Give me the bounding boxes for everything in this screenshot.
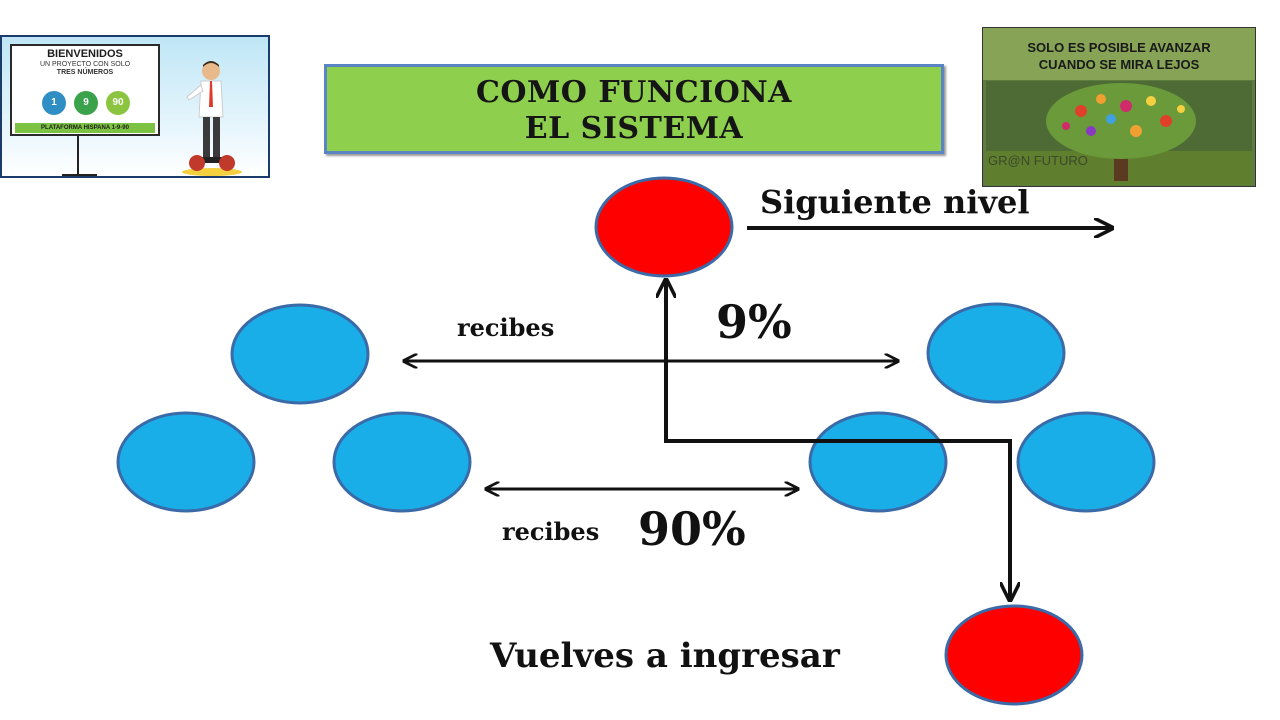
- fruit-tree-image: [986, 81, 1252, 185]
- title-banner: COMO FUNCIONA EL SISTEMA: [324, 64, 944, 154]
- presenter-figure: [182, 61, 242, 176]
- blue-node-left-bottom-2: [332, 411, 472, 513]
- board-subtitle: UN PROYECTO CON SOLO TRES NÚMEROS: [12, 61, 158, 77]
- title-line-2: EL SISTEMA: [524, 111, 744, 146]
- blue-node-right-bottom-1: [808, 411, 948, 513]
- motto-line-2: CUANDO SE MIRA LEJOS: [1038, 57, 1200, 72]
- motto-image: SOLO ES POSIBLE AVANZAR CUANDO SE MIRA L…: [982, 27, 1256, 187]
- bottom-red-node: [944, 604, 1084, 706]
- blue-node-right-bottom-2: [1016, 411, 1156, 513]
- receive-label-top: recibes: [457, 313, 555, 342]
- reenter-label: Vuelves a ingresar: [490, 636, 840, 676]
- blue-node-left-bottom-1: [116, 411, 256, 513]
- number-circle-90: 90: [106, 91, 130, 115]
- board-stand: [77, 134, 79, 174]
- board-title: BIENVENIDOS: [47, 48, 123, 60]
- motto-line-1: SOLO ES POSIBLE AVANZAR: [1027, 40, 1211, 55]
- board-subtitle-line1: UN PROYECTO CON SOLO: [39, 61, 131, 68]
- number-circle-1: 1: [42, 91, 66, 115]
- title-line-1: COMO FUNCIONA: [476, 75, 792, 110]
- nine-percent-label: 9%: [716, 295, 792, 349]
- cycle-path-arrow: [666, 280, 1010, 600]
- top-red-node: [594, 176, 734, 278]
- next-level-label: Siguiente nivel: [760, 183, 1030, 221]
- receive-label-bottom: recibes: [502, 517, 600, 546]
- board-stand-base: [62, 174, 97, 176]
- number-circle-9: 9: [74, 91, 98, 115]
- board-subtitle-line2: TRES NÚMEROS: [56, 69, 114, 76]
- ninety-percent-label: 90%: [638, 502, 746, 556]
- blue-node-left-top: [230, 303, 370, 405]
- blue-node-right-top: [926, 302, 1066, 404]
- presentation-board: BIENVENIDOS UN PROYECTO CON SOLO TRES NÚ…: [10, 44, 160, 136]
- board-footer: PLATAFORMA HISPANA 1-9-90: [15, 123, 155, 133]
- presenter-image: BIENVENIDOS UN PROYECTO CON SOLO TRES NÚ…: [0, 35, 270, 178]
- motto-header: SOLO ES POSIBLE AVANZAR CUANDO SE MIRA L…: [983, 28, 1255, 80]
- gran-futuro-logo: GR@N FUTURO: [988, 153, 1088, 168]
